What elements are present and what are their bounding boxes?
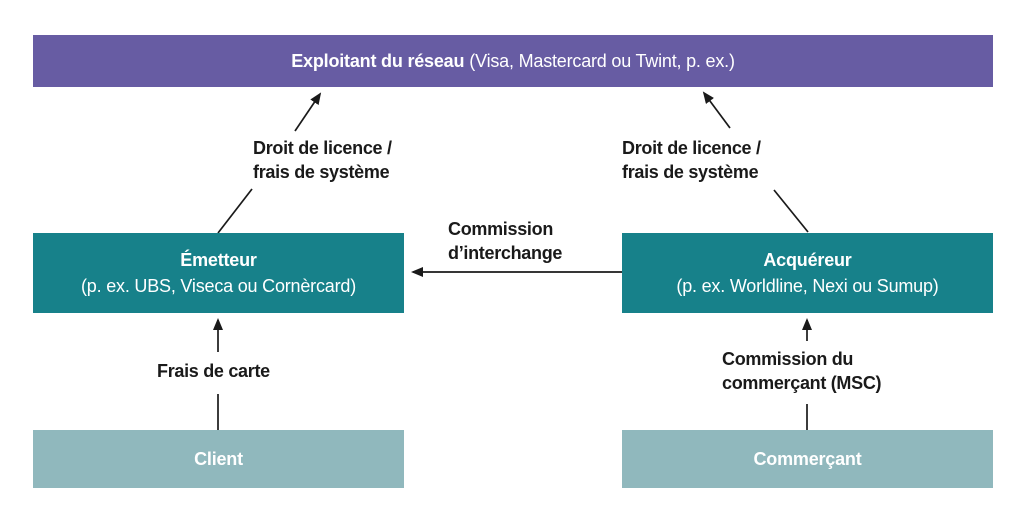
box-issuer: Émetteur (p. ex. UBS, Viseca ou Cornèrca… [33, 233, 404, 313]
arrow-acquirer-network-head-segment [702, 91, 731, 129]
label-interchange-fee: Commission d’interchange [448, 217, 562, 265]
label-merchant-commission: Commission du commerçant (MSC) [722, 347, 882, 395]
arrow-acquirer-network-lower-segment [773, 189, 809, 233]
box-client: Client [33, 430, 404, 488]
network-operator-subtitle: (Visa, Mastercard ou Twint, p. ex.) [469, 51, 735, 71]
box-network-operator: Exploitant du réseau (Visa, Mastercard o… [33, 35, 993, 87]
label-interchange-fee-line2: d’interchange [448, 243, 563, 263]
client-title: Client [194, 449, 243, 469]
label-interchange-fee-line1: Commission [448, 219, 554, 239]
label-license-fee-left-line2: frais de système [253, 162, 390, 182]
box-merchant: Commerçant [622, 430, 993, 488]
label-license-fee-left: Droit de licence / frais de système [253, 136, 392, 184]
label-license-fee-right-line1: Droit de licence / [622, 138, 761, 158]
label-license-fee-left-line1: Droit de licence / [253, 138, 392, 158]
arrow-issuer-network-head-segment [294, 92, 322, 132]
label-merchant-commission-line2: commerçant (MSC) [722, 373, 882, 393]
label-card-fee-line1: Frais de carte [157, 361, 270, 381]
label-license-fee-right: Droit de licence / frais de système [622, 136, 761, 184]
acquirer-subtitle: (p. ex. Worldline, Nexi ou Sumup) [676, 276, 939, 296]
label-license-fee-right-line2: frais de système [622, 162, 759, 182]
network-operator-title: Exploitant du réseau [291, 51, 465, 71]
box-acquirer: Acquéreur (p. ex. Worldline, Nexi ou Sum… [622, 233, 993, 313]
label-card-fee: Frais de carte [157, 359, 270, 383]
arrow-issuer-network-lower-segment [217, 188, 253, 234]
issuer-subtitle: (p. ex. UBS, Viseca ou Cornèrcard) [81, 276, 356, 296]
merchant-title: Commerçant [753, 449, 862, 469]
label-merchant-commission-line1: Commission du [722, 349, 854, 369]
acquirer-title: Acquéreur [763, 250, 852, 270]
issuer-title: Émetteur [180, 250, 257, 270]
